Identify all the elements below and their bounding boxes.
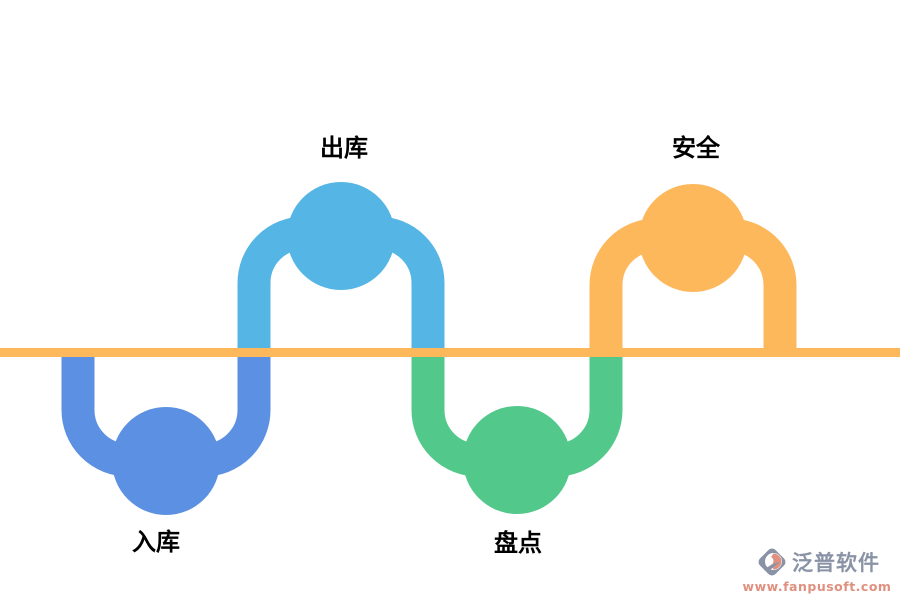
watermark: 泛普软件 www.fanpusoft.com [742,544,892,594]
node-label-stocktake: 盘点 [494,529,542,557]
watermark-brand-row: 泛普软件 [754,544,880,580]
baseline [0,348,900,357]
node-label-inbound: 入库 [132,528,180,556]
node-circle-safety [639,184,747,292]
fanpu-logo-icon [758,548,786,576]
node-circle-stocktake [463,406,571,514]
watermark-brand-text: 泛普软件 [792,551,880,575]
node-label-safety: 安全 [672,134,721,162]
node-circle-outbound [287,182,395,290]
node-label-outbound: 出库 [320,134,368,162]
node-circle-inbound [112,407,220,515]
watermark-url-text: www.fanpusoft.com [742,579,892,594]
